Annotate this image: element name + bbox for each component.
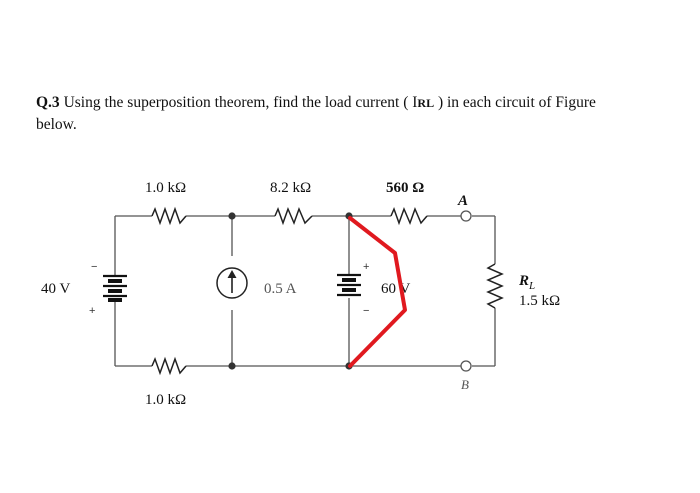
label-rl-name: RL <box>518 273 535 292</box>
battery-60v <box>337 273 361 297</box>
question-subscript: RL <box>417 96 435 110</box>
resistor-r4 <box>151 356 187 376</box>
label-rl-sub: L <box>528 280 535 292</box>
label-node-a: A <box>457 193 468 209</box>
resistor-rl <box>486 263 504 309</box>
current-source <box>216 267 248 299</box>
label-40v: 40 V <box>41 281 70 297</box>
battery-40v <box>103 274 127 302</box>
label-r2: 8.2 kΩ <box>270 180 311 196</box>
node-dot <box>228 212 236 220</box>
terminal-a <box>460 210 472 222</box>
battery-60v-plus: + <box>363 261 369 273</box>
terminal-b <box>460 360 472 372</box>
battery-40v-minus: − <box>91 261 97 273</box>
label-r3: 560 Ω <box>386 180 424 196</box>
label-node-b: B <box>461 377 469 392</box>
question-number: Q.3 <box>36 94 60 111</box>
resistor-r2 <box>274 206 313 226</box>
question-text-part2: ) in each circuit of Figure <box>434 94 596 111</box>
resistor-r3 <box>390 206 428 226</box>
battery-60v-minus: − <box>363 305 369 317</box>
node-dot <box>228 362 236 370</box>
red-annotation-mark <box>348 216 407 368</box>
label-r1: 1.0 kΩ <box>145 180 186 196</box>
battery-40v-plus: + <box>89 305 95 317</box>
resistor-r1 <box>151 206 187 226</box>
label-60v: 60 V <box>381 281 410 297</box>
label-rl-r: R <box>518 273 529 289</box>
question-text-part1: Using the superposition theorem, find th… <box>59 94 418 111</box>
label-r4: 1.0 kΩ <box>145 392 186 408</box>
circuit-wires <box>114 215 496 367</box>
question-text: Q.3 Using the superposition theorem, fin… <box>36 92 676 135</box>
label-0-5a: 0.5 A <box>264 281 297 297</box>
label-rl-value: 1.5 kΩ <box>519 293 560 309</box>
question-text-line2: below. <box>36 116 77 133</box>
